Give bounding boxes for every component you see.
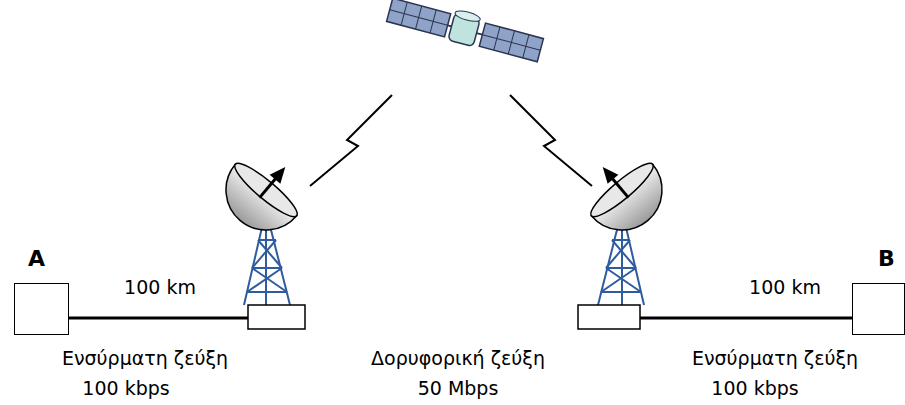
link-label: 100 km — [124, 276, 196, 298]
terminal-node: B — [852, 246, 905, 335]
link-label: Ενσύρματη ζεύξη — [62, 347, 228, 369]
node-label: A — [28, 246, 45, 271]
link-label: Ενσύρματη ζεύξη — [692, 347, 858, 369]
radio-link — [310, 95, 392, 186]
link-label: 100 km — [749, 276, 821, 298]
radio-link — [510, 95, 592, 186]
terminal-node: A — [14, 246, 69, 335]
tower-base — [578, 305, 640, 329]
terminal-box — [852, 283, 905, 335]
node-label: B — [878, 246, 895, 271]
link-label: 100 kbps — [711, 377, 798, 399]
link-label: 100 kbps — [82, 377, 169, 399]
wired-link — [640, 317, 855, 320]
dish-antenna — [572, 141, 678, 246]
wired-link — [68, 317, 248, 320]
terminal-box — [14, 283, 69, 335]
dish-antenna — [210, 141, 316, 246]
satellite — [386, 0, 545, 64]
tower-base — [248, 305, 305, 329]
link-label: Δορυφορική ζεύξη — [371, 347, 545, 369]
link-label: 50 Mbps — [418, 377, 499, 399]
